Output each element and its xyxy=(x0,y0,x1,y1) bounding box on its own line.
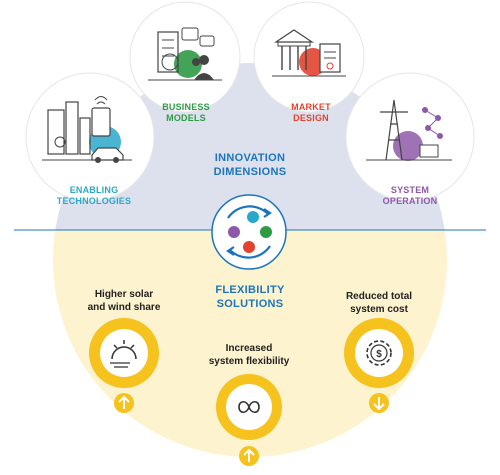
flexibility-title-line1: FLEXIBILITY xyxy=(215,284,285,296)
solar-label-line2: and wind share xyxy=(87,302,161,313)
flexibility-cycle-icon xyxy=(211,194,287,270)
enabling-label-line2: TECHNOLOGIES xyxy=(56,196,132,206)
solar-wind-label: Higher solar and wind share xyxy=(74,288,174,314)
business-models-icon xyxy=(129,1,241,113)
enabling-label-line1: ENABLING xyxy=(69,185,119,195)
svg-text:$: $ xyxy=(376,349,382,360)
system-flexibility-outcome xyxy=(216,374,282,466)
innovation-title-line1: INNOVATION xyxy=(214,152,286,164)
business-label-line2: MODELS xyxy=(166,113,206,123)
flexibility-title-line2: SOLUTIONS xyxy=(216,298,284,310)
solar-wind-outcome xyxy=(89,318,159,413)
background-disc-lower xyxy=(53,230,447,457)
market-label-line1: MARKET xyxy=(291,102,331,112)
business-label-line1: BUSINESS xyxy=(162,102,210,112)
background-disc-upper xyxy=(55,63,445,230)
cost-label-line1: Reduced total xyxy=(345,291,413,302)
cost-label-line2: system cost xyxy=(350,304,408,315)
system-operation-label: SYSTEM OPERATION xyxy=(365,185,455,207)
innovation-dimensions-title: INNOVATION DIMENSIONS xyxy=(190,151,310,179)
enabling-technologies-label: ENABLING TECHNOLOGIES xyxy=(44,185,144,207)
flex-label-line2: system flexibility xyxy=(208,356,290,367)
system-flexibility-label: Increased system flexibility xyxy=(194,342,304,368)
innovation-title-line2: DIMENSIONS xyxy=(213,166,287,178)
system-label-line1: SYSTEM xyxy=(390,185,430,195)
market-design-icon xyxy=(253,1,365,113)
enabling-technologies-icon xyxy=(25,72,155,202)
flexibility-solutions-title: FLEXIBILITY SOLUTIONS xyxy=(190,283,310,311)
system-label-line2: OPERATION xyxy=(382,196,438,206)
market-design-label: MARKET DESIGN xyxy=(271,102,351,124)
business-models-label: BUSINESS MODELS xyxy=(146,102,226,124)
system-cost-outcome: $ xyxy=(344,318,414,413)
system-operation-icon xyxy=(345,72,475,202)
market-label-line2: DESIGN xyxy=(293,113,329,123)
system-cost-label: Reduced total system cost xyxy=(329,290,429,316)
solar-label-line1: Higher solar xyxy=(94,289,154,300)
flex-label-line1: Increased xyxy=(225,343,273,354)
